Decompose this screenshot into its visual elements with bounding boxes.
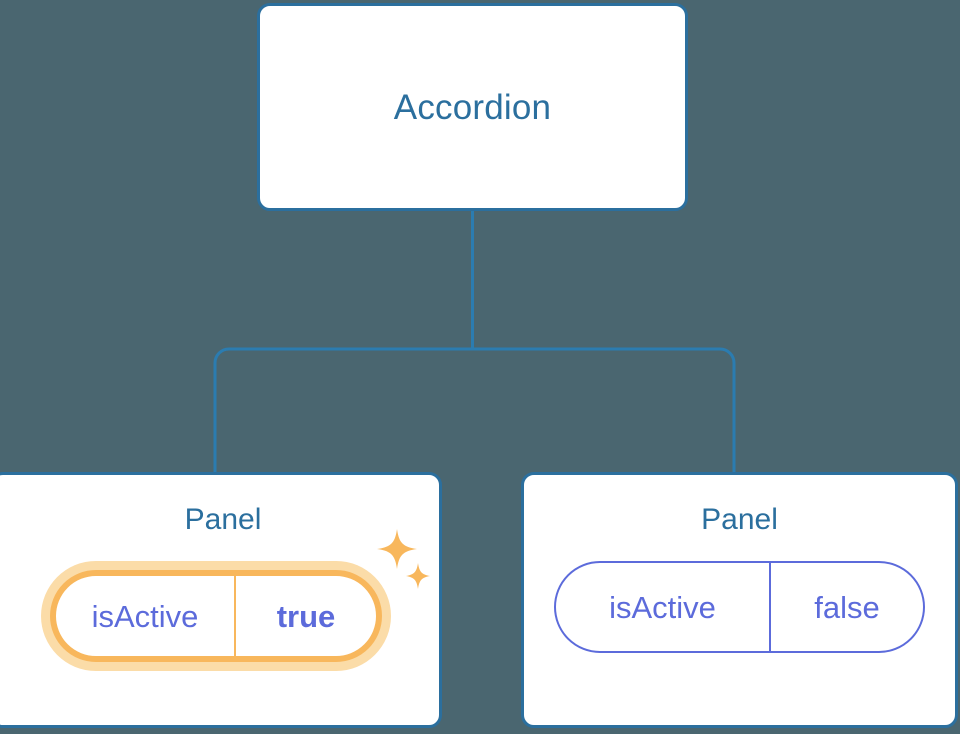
prop-value: true xyxy=(276,598,336,634)
node-panel-active[interactable]: Panel isActive true xyxy=(0,472,442,728)
prop-pill-wrapper: isActive false xyxy=(554,561,925,653)
prop-key: isActive xyxy=(56,576,236,656)
prop-value: false xyxy=(814,589,880,625)
prop-pill-is-active-true[interactable]: isActive true xyxy=(50,570,382,662)
node-title: Accordion xyxy=(393,87,552,127)
prop-pill-is-active-false[interactable]: isActive false xyxy=(554,561,925,653)
node-accordion[interactable]: Accordion xyxy=(257,3,688,211)
sparkle-small-icon xyxy=(406,563,430,589)
prop-pill-glow: isActive true xyxy=(41,561,391,671)
prop-pill-wrapper: isActive true xyxy=(41,529,430,671)
node-title: Panel xyxy=(701,503,778,536)
connector-branch-right xyxy=(472,347,736,474)
node-title: Panel xyxy=(184,503,262,536)
sparkle-large-icon xyxy=(377,529,417,569)
connector-branch-left xyxy=(213,347,473,474)
node-panel-inactive[interactable]: Panel isActive false xyxy=(521,472,958,728)
prop-key: isActive xyxy=(556,563,771,651)
